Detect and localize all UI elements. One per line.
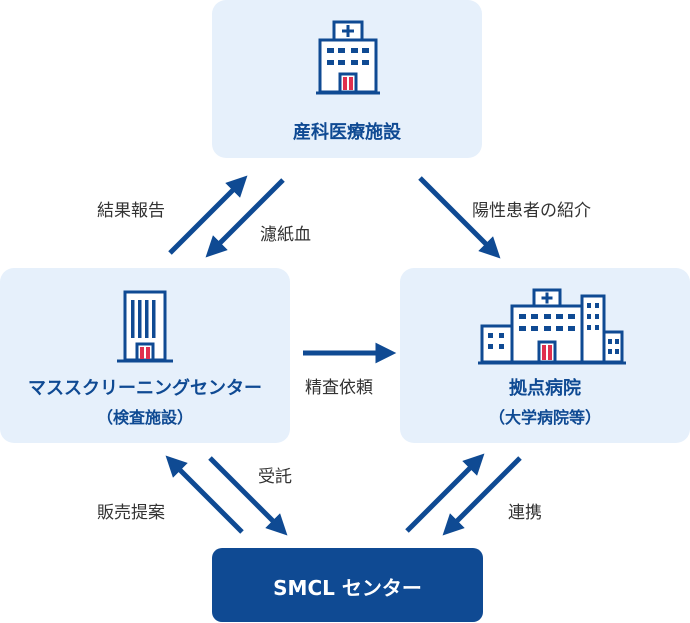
arrow-bottom-to-left: [165, 455, 244, 534]
edge-label-sales-proposal: 販売提案: [97, 503, 165, 523]
node-smcl-center: SMCL センター: [212, 548, 483, 622]
edge-label-positive-patient-referral: 陽性患者の紹介: [472, 201, 591, 221]
node-maternity-facility: 産科医療施設: [212, 0, 482, 158]
node-subtitle: （検査施設）: [96, 408, 193, 427]
hospital-building-icon: [316, 20, 380, 95]
edge-label-result-report: 結果報告: [97, 201, 165, 221]
arrow-top-to-left: [205, 178, 285, 258]
node-subtitle: （大学病院等）: [488, 408, 601, 427]
hospital-complex-icon: [478, 288, 626, 365]
arrow-left-to-bottom: [208, 456, 288, 536]
node-title: マススクリーニングセンター: [28, 378, 262, 399]
node-title: 産科医療施設: [293, 122, 401, 143]
node-mass-screening-center: マススクリーニングセンター （検査施設）: [0, 268, 290, 443]
edge-label-cooperation: 連携: [508, 503, 542, 523]
edge-label-detailed-test-request: 精査依頼: [305, 378, 373, 398]
node-base-hospital: 拠点病院 （大学病院等）: [400, 268, 690, 443]
node-title: SMCL センター: [273, 576, 422, 600]
arrow-bottom-to-right: [405, 453, 485, 533]
edge-label-contracted: 受託: [258, 467, 292, 487]
arrow-right-to-bottom: [442, 456, 522, 536]
arrow-top-to-right: [418, 176, 501, 259]
office-tower-icon: [117, 290, 173, 363]
node-title: 拠点病院: [509, 378, 581, 399]
edge-label-filter-paper-blood: 濾紙血: [260, 225, 311, 245]
arrow-left-to-top: [168, 175, 248, 255]
